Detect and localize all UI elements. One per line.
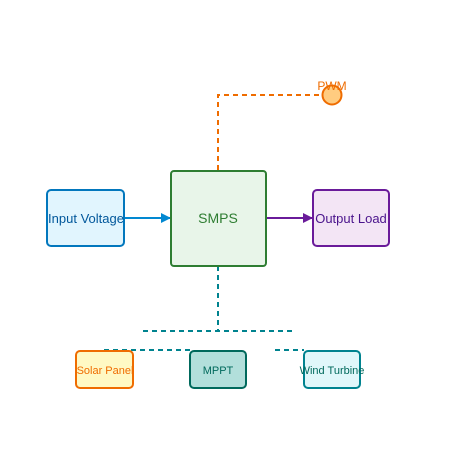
wind-turbine-label: Wind Turbine <box>300 365 365 377</box>
input-voltage-label: Input Voltage <box>48 211 124 226</box>
output-load-label: Output Load <box>315 211 387 226</box>
mppt-label: MPPT <box>203 365 234 377</box>
mppt-node: MPPT <box>189 350 247 389</box>
solar-panel-node: Solar Panel <box>75 350 134 389</box>
input-voltage-node: Input Voltage <box>46 189 125 247</box>
pwm-node: PWM <box>317 79 347 106</box>
pwm-connector <box>217 94 332 170</box>
output-load-node: Output Load <box>312 189 390 247</box>
pwm-label: PWM <box>317 79 346 93</box>
wind-turbine-node: Wind Turbine <box>300 350 365 389</box>
solar-panel-label: Solar Panel <box>77 365 134 377</box>
smps-label: SMPS <box>198 210 238 226</box>
smps-node: SMPS <box>170 170 267 267</box>
